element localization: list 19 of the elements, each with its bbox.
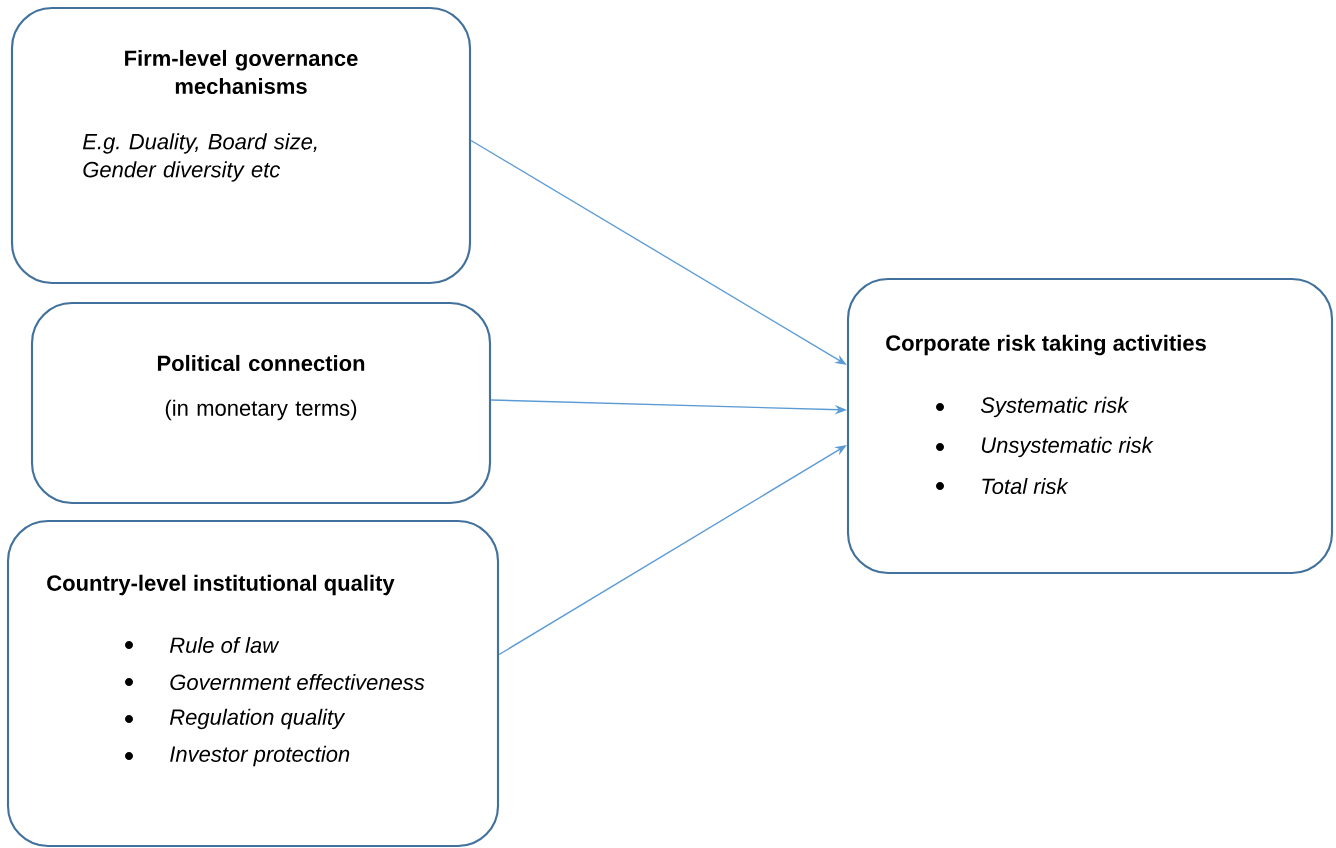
box-heading: Political connection bbox=[157, 354, 365, 372]
box-text: E.g. Duality, Board size, Gender diversity etc bbox=[82, 133, 317, 182]
box-heading: Firm-level governance mechanisms bbox=[125, 49, 358, 95]
rounded-box bbox=[846, 277, 1334, 575]
arrow bbox=[498, 445, 847, 656]
box-heading: Corporate risk taking activities bbox=[886, 334, 1206, 356]
box-heading: Country-level institutional quality bbox=[47, 574, 395, 596]
rounded-box bbox=[10, 6, 472, 285]
bullet-item: Regulation quality bbox=[169, 708, 346, 730]
bullet-item: Investor protection bbox=[170, 745, 350, 767]
box-text: (in monetary terms) bbox=[165, 399, 357, 421]
bullet-item: Rule of law bbox=[169, 636, 280, 654]
bullet-item: Total risk bbox=[982, 477, 1069, 495]
bullet-item: Systematic risk bbox=[980, 396, 1130, 418]
bullet-item: Government effectiveness bbox=[170, 673, 425, 691]
bullet-item: Unsystematic risk bbox=[981, 436, 1154, 458]
arrow bbox=[470, 139, 847, 365]
rounded-box bbox=[30, 301, 492, 505]
rounded-box bbox=[6, 519, 500, 848]
